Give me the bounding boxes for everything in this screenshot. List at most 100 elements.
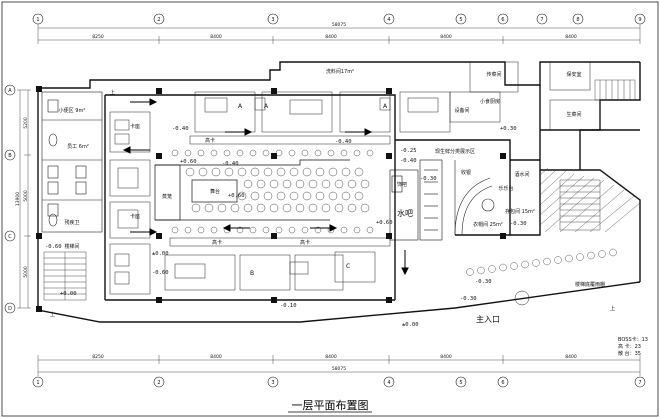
table-seat	[217, 203, 227, 213]
bottom-axis-bubbles: 1 2 3 4 5 6 7	[32, 376, 646, 388]
table-seat	[185, 167, 195, 177]
up-marker: 上	[50, 311, 55, 318]
top-right-rooms	[449, 61, 601, 131]
table-seat	[347, 179, 357, 189]
toilet-zone	[41, 91, 103, 233]
level-mark: -0.60	[152, 270, 169, 276]
vip-c-label: C	[346, 263, 350, 270]
planter	[598, 250, 606, 258]
revolving-door	[514, 290, 530, 306]
room-label: 楼梯间	[64, 243, 79, 250]
table-seat	[360, 179, 370, 189]
left-booths	[109, 111, 151, 295]
table-seat	[301, 149, 309, 157]
room-label: 衣帽间 25m²	[473, 221, 503, 228]
table-seat	[366, 149, 374, 157]
table-seat	[184, 226, 192, 234]
table-seat	[243, 179, 253, 189]
up-marker: 上	[610, 305, 615, 312]
level-mark: -0.30	[510, 221, 527, 227]
level-mark: ±0.00	[152, 251, 169, 257]
table-seat	[204, 203, 214, 213]
axis-bubble: 1	[32, 13, 44, 25]
axis-bubble: B	[4, 149, 16, 161]
entrance-planters	[466, 248, 617, 276]
vip-a-label: A	[238, 103, 243, 110]
table-seat	[184, 149, 192, 157]
table-seat	[328, 191, 338, 201]
dim-bottom-span: 8400	[210, 354, 222, 360]
table-seat	[366, 226, 374, 234]
table-seat	[328, 167, 338, 177]
left-axis-bubbles: A B C D	[4, 84, 16, 314]
table-seat	[334, 203, 344, 213]
planter	[576, 253, 584, 261]
flow-arrows	[122, 98, 409, 276]
table-seat	[353, 149, 361, 157]
stat-boss: BOSS卡：13	[618, 336, 648, 343]
table-seat	[295, 179, 305, 189]
axis-bubble: 2	[153, 376, 165, 388]
level-mark: +0.00	[60, 291, 77, 297]
table-seat	[250, 191, 260, 201]
svg-text:3: 3	[271, 17, 274, 23]
level-marks: -0.40 +0.60 -0.40 -0.25 -0.40 -0.40 +0.6…	[45, 126, 527, 328]
table-seat	[308, 179, 318, 189]
svg-text:6: 6	[501, 380, 504, 386]
table-seat	[237, 191, 247, 201]
svg-text:C: C	[8, 234, 12, 240]
table-seat	[288, 226, 296, 234]
central-tables	[171, 149, 374, 234]
bottom-dimensions	[37, 355, 641, 376]
level-mark: -0.40	[335, 139, 352, 145]
table-seat	[198, 167, 208, 177]
svg-text:B: B	[8, 153, 12, 159]
building-walls	[37, 61, 641, 323]
room-label: 小便区 9m²	[59, 107, 86, 114]
table-seat	[282, 203, 292, 213]
planter	[466, 268, 474, 276]
table-seat	[230, 203, 240, 213]
planter	[565, 254, 573, 263]
table-seat	[302, 191, 312, 201]
table-seat	[191, 203, 201, 213]
right-stairs	[559, 79, 636, 231]
dim-left-span: 5000	[23, 266, 29, 278]
table-seat	[262, 149, 270, 157]
level-mark: ±0.00	[402, 322, 419, 328]
planter	[510, 262, 518, 270]
table-seat	[308, 203, 318, 213]
table-seat	[197, 149, 205, 157]
planter	[521, 260, 529, 269]
high-seat-label: 高卡	[212, 239, 222, 246]
decor-label: 饰吧	[397, 181, 407, 188]
table-seat	[282, 179, 292, 189]
dim-left-span: 5000	[23, 190, 29, 202]
axis-bubble: 9	[634, 13, 646, 25]
planter	[587, 251, 595, 260]
table-seat	[315, 191, 325, 201]
bottom-vip-row	[164, 251, 376, 291]
axis-bubble: A	[4, 84, 16, 96]
table-seat	[276, 191, 286, 201]
table-seat	[288, 149, 296, 157]
svg-text:9: 9	[638, 17, 641, 23]
axis-bubble: 4	[383, 376, 395, 388]
axis-bubble: 7	[634, 376, 646, 388]
table-seat	[353, 226, 361, 234]
table-seat	[295, 203, 305, 213]
axis-bubble: 4	[383, 13, 395, 25]
axis-bubble: 3	[267, 13, 279, 25]
structural-columns	[36, 86, 506, 312]
dim-bottom-span: 8250	[92, 354, 104, 360]
vip-a-label: A	[264, 103, 269, 110]
table-seat	[250, 167, 260, 177]
svg-text:7: 7	[540, 17, 543, 23]
table-seat	[354, 191, 364, 201]
table-seat	[263, 191, 273, 201]
table-seat	[347, 203, 357, 213]
table-seat	[334, 179, 344, 189]
planter	[609, 248, 617, 257]
axis-bubble: 5	[455, 376, 467, 388]
